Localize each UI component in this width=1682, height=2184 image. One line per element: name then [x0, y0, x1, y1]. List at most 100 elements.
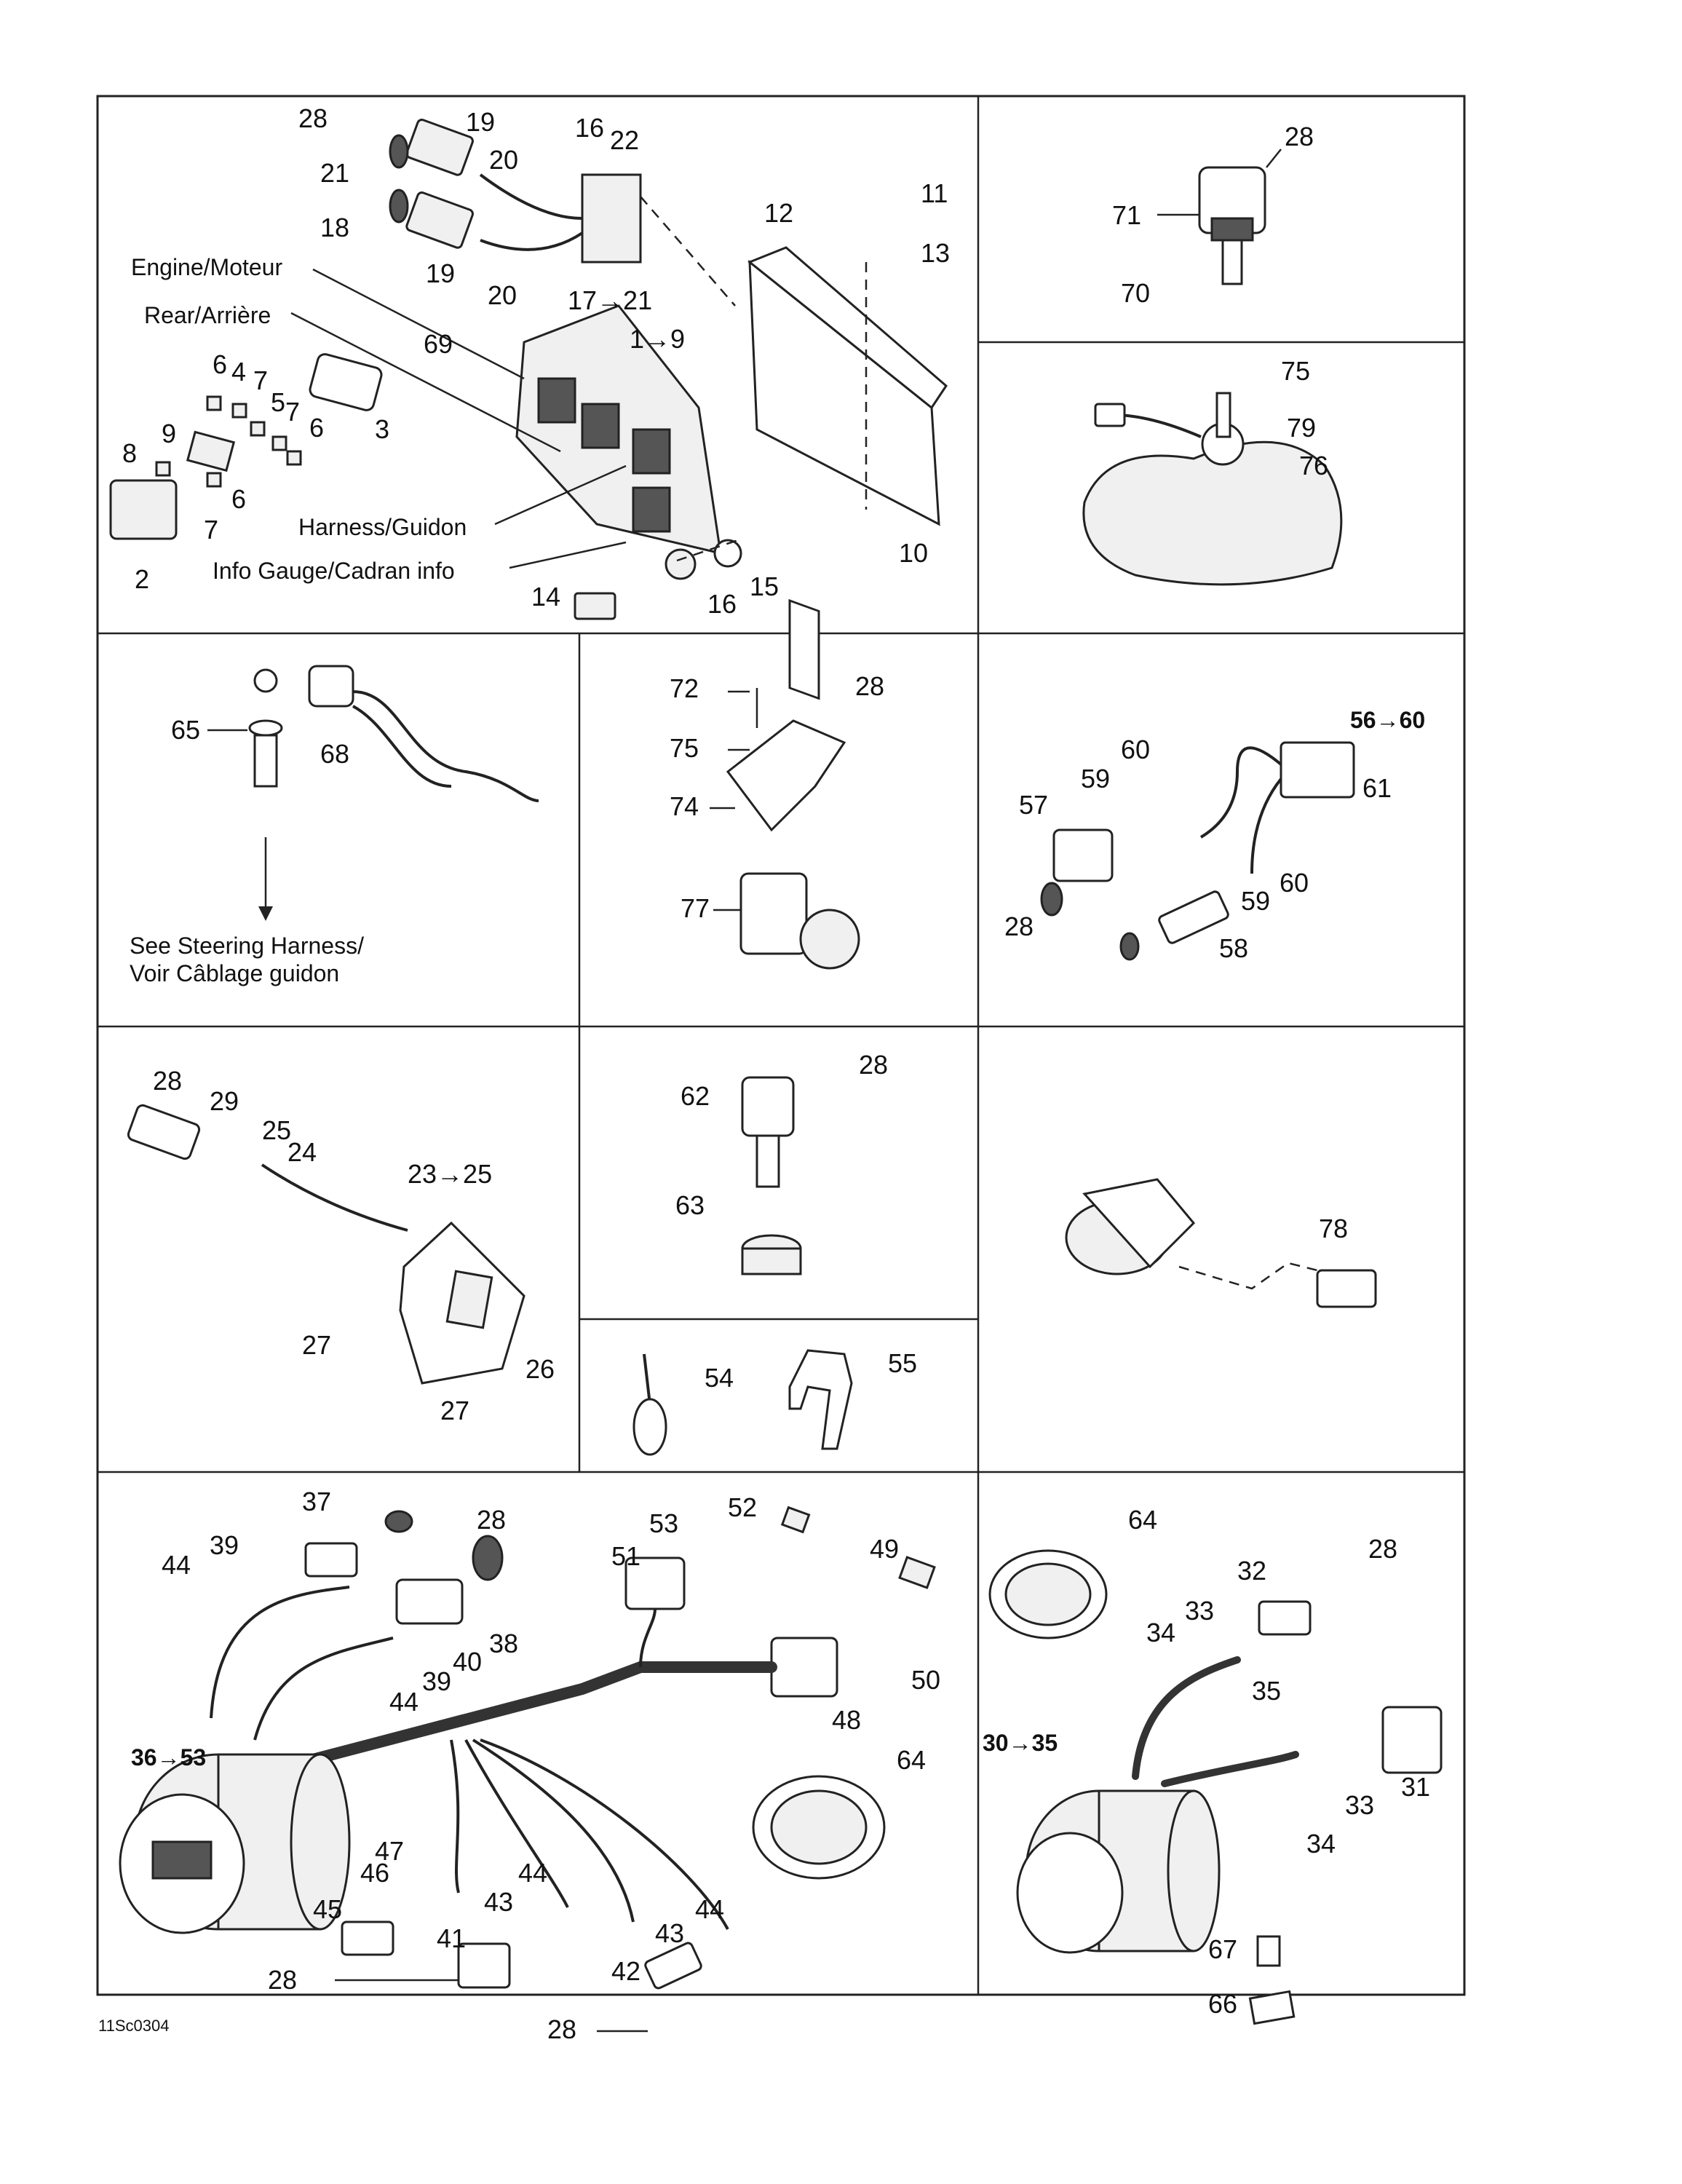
connector-41 [457, 1942, 511, 1989]
note-steering-harness: See Steering Harness/ [130, 933, 364, 959]
callout: 32 [1237, 1556, 1266, 1586]
callout: 70 [1121, 278, 1150, 308]
nut-66 [1248, 1990, 1296, 2025]
figure-ref: 11Sc0304 [98, 2017, 169, 2035]
callout: 28 [1285, 122, 1314, 151]
module-17 [581, 173, 642, 264]
callout: 76 [1299, 451, 1328, 480]
sensor-62 [741, 1076, 795, 1137]
callout: 53 [649, 1508, 678, 1538]
callout: 42 [611, 1956, 640, 1986]
callout: 43 [655, 1918, 684, 1948]
cap-65 [248, 719, 283, 737]
callout: 45 [313, 1894, 342, 1924]
callout: 37 [302, 1487, 331, 1516]
callout: 33 [1185, 1596, 1214, 1626]
callout: 58 [1219, 933, 1248, 963]
callout: 44 [162, 1550, 191, 1580]
callout: 78 [1319, 1214, 1348, 1243]
engine-block [1082, 440, 1343, 586]
connector-58 [1158, 890, 1229, 944]
callout: 46 [360, 1858, 389, 1888]
callout: 13 [921, 238, 950, 268]
callout: 40 [453, 1647, 482, 1677]
callout: 21 [320, 158, 349, 188]
callout: 63 [675, 1190, 705, 1220]
panel-ecm: Engine/Moteur Rear/Arrière Harness/Guido… [109, 103, 950, 700]
regulator-56 [1280, 741, 1355, 799]
ecm-callouts: 28 19 16 22 21 20 18 19 20 11 12 13 17→2… [122, 103, 950, 619]
callout: 64 [897, 1745, 926, 1775]
callout: 36→53 [131, 1744, 206, 1770]
callout: 16 [575, 113, 604, 143]
callout: 28 [1004, 911, 1034, 941]
callout: 38 [489, 1629, 518, 1658]
callout: 41 [437, 1923, 466, 1953]
connector-18 [405, 191, 474, 249]
callout: 26 [525, 1354, 555, 1384]
panel-sensor-79: 75 79 76 [1082, 356, 1343, 586]
connector-57 [1052, 828, 1114, 882]
switch-77 [739, 872, 808, 955]
callout: 28 [855, 671, 884, 701]
callout: 49 [870, 1534, 899, 1564]
callout: 4 [231, 357, 246, 387]
callout: 71 [1112, 200, 1141, 230]
callout: 28 [477, 1505, 506, 1535]
callout: 31 [1401, 1772, 1430, 1802]
callout: 52 [728, 1492, 757, 1522]
callout: 19 [426, 258, 455, 288]
panel-lanyard: 65 68 See Steering Harness/ Voir Câblage… [130, 665, 539, 986]
callout: 34 [1146, 1618, 1175, 1647]
callout: 7 [285, 397, 300, 427]
callout: 59 [1081, 764, 1110, 794]
callout: 59 [1241, 886, 1270, 916]
callout: 60 [1121, 735, 1150, 764]
callout: 28 [268, 1965, 297, 1995]
callout: 35 [1252, 1676, 1281, 1706]
callout: 77 [681, 893, 710, 923]
clip-55 [788, 1349, 853, 1450]
callout: 12 [764, 198, 793, 228]
connector-21 [405, 119, 474, 176]
callout: 27 [440, 1396, 469, 1425]
connector-29 [127, 1104, 201, 1160]
note-voir-cablage: Voir Câblage guidon [130, 960, 339, 986]
callout: 6 [309, 413, 324, 443]
callout: 6 [231, 484, 246, 514]
callout: 28 [153, 1066, 182, 1096]
callout: 30→35 [983, 1730, 1058, 1756]
label-info-gauge: Info Gauge/Cadran info [213, 558, 455, 584]
callout: 14 [531, 582, 560, 612]
callout: 29 [210, 1086, 239, 1116]
label-harness: Harness/Guidon [298, 514, 467, 540]
callout: 44 [389, 1687, 418, 1717]
bracket-74 [726, 719, 846, 832]
callout: 62 [681, 1081, 710, 1111]
cap-52 [780, 1506, 811, 1534]
callout: 19 [466, 107, 495, 137]
callout: 28 [1368, 1534, 1397, 1564]
panel-sensor-78: 78 [1065, 1178, 1377, 1308]
callout: 60 [1280, 868, 1309, 898]
connector-48 [770, 1637, 838, 1698]
cover-3 [309, 353, 383, 411]
callout: 75 [670, 733, 699, 763]
lanyard-68 [308, 665, 354, 708]
callout: 10 [899, 538, 928, 568]
connector-38 [395, 1578, 464, 1625]
cap-14 [574, 592, 616, 620]
callout: 64 [1128, 1505, 1157, 1535]
connector-45 [341, 1920, 394, 1956]
callout: 23→25 [408, 1159, 492, 1189]
callout: 28 [547, 2014, 576, 2044]
callout: 68 [320, 739, 349, 769]
callout: 5 [271, 387, 285, 417]
callout: 65 [171, 715, 200, 745]
panel-switch-housing: 28 29 25 24 23→25 27 26 27 [127, 1066, 555, 1425]
panel-tach-gauge: 64 28 32 33 34 35 30→35 31 33 34 67 66 [983, 1505, 1443, 2025]
sensor-78 [1316, 1269, 1377, 1308]
panel-sensor-71: 28 71 70 [1112, 122, 1314, 308]
callout: 54 [705, 1363, 734, 1393]
callout: 24 [287, 1137, 317, 1167]
